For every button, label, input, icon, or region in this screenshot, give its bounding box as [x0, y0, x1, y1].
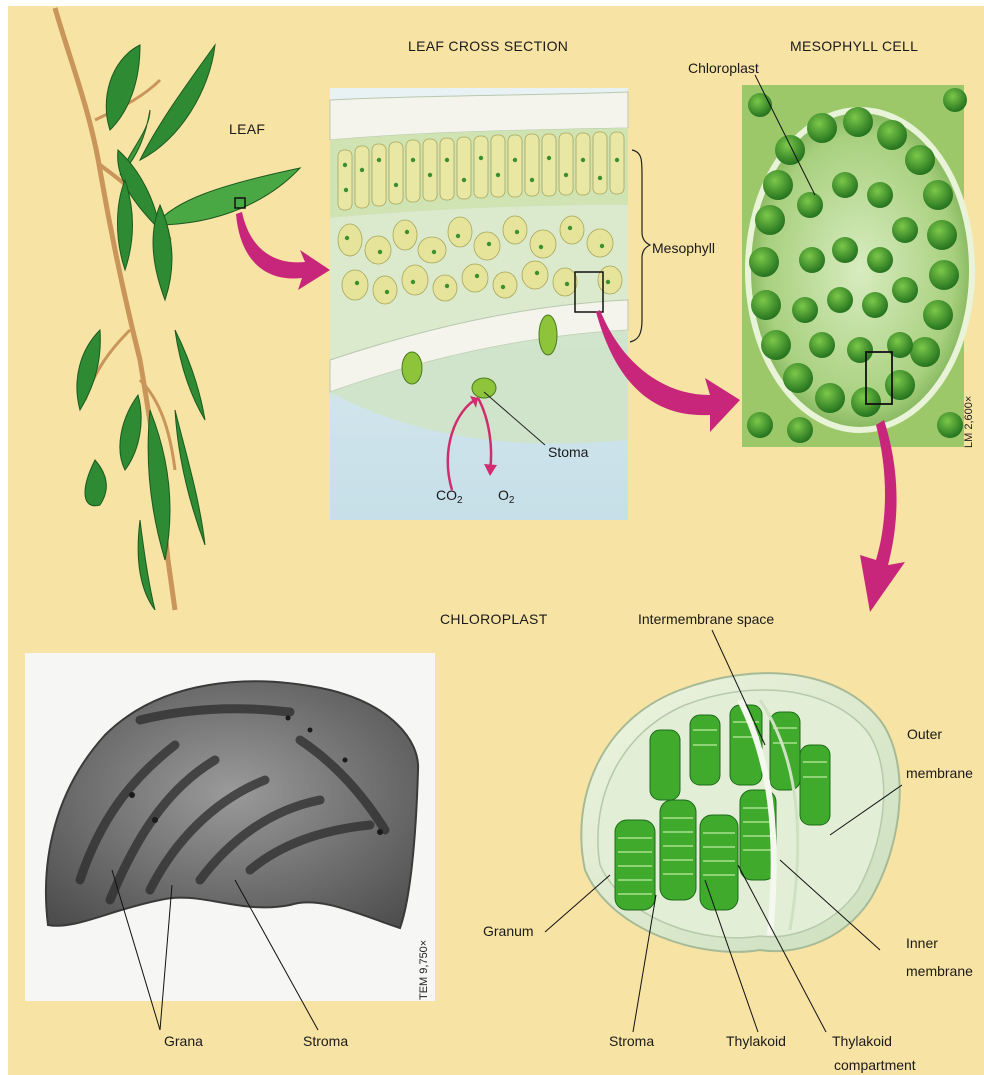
stoma-label: Stoma: [548, 444, 588, 460]
diagram-stroma-label: Stroma: [609, 1033, 654, 1049]
leaf-cross-section-title: LEAF CROSS SECTION: [408, 38, 568, 54]
mesophyll-cell-micrograph: [742, 75, 972, 447]
lm-magnification: LM 2,600×: [963, 396, 975, 448]
granum-label: Granum: [483, 923, 534, 939]
inner-membrane-label-line1: Inner: [906, 935, 938, 951]
outer-membrane-label-line1: Outer: [907, 726, 942, 742]
co2-label: CO2: [436, 487, 463, 507]
chloroplast-label: Chloroplast: [688, 60, 759, 76]
outer-membrane-label-line2: membrane: [906, 765, 973, 781]
thylakoid-label: Thylakoid: [726, 1033, 786, 1049]
mesophyll-cell-title: MESOPHYLL CELL: [790, 38, 918, 54]
thylakoid-compartment-label-line1: Thylakoid: [832, 1033, 892, 1049]
tem-stroma-label: Stroma: [303, 1033, 348, 1049]
leaf-title: LEAF: [229, 121, 265, 137]
tem-magnification: TEM 9,750×: [418, 940, 430, 1000]
leaf-cross-section-illustration: [330, 88, 650, 520]
mesophyll-label: Mesophyll: [652, 240, 715, 256]
thylakoid-compartment-label-line2: compartment: [834, 1057, 916, 1073]
intermembrane-space-label: Intermembrane space: [638, 611, 774, 627]
inner-membrane-label-line2: membrane: [906, 963, 973, 979]
grana-label: Grana: [164, 1033, 203, 1049]
chloroplast-tem-micrograph: [25, 653, 435, 1030]
o2-label: O2: [498, 487, 514, 507]
chloroplast-title: CHLOROPLAST: [440, 611, 548, 627]
